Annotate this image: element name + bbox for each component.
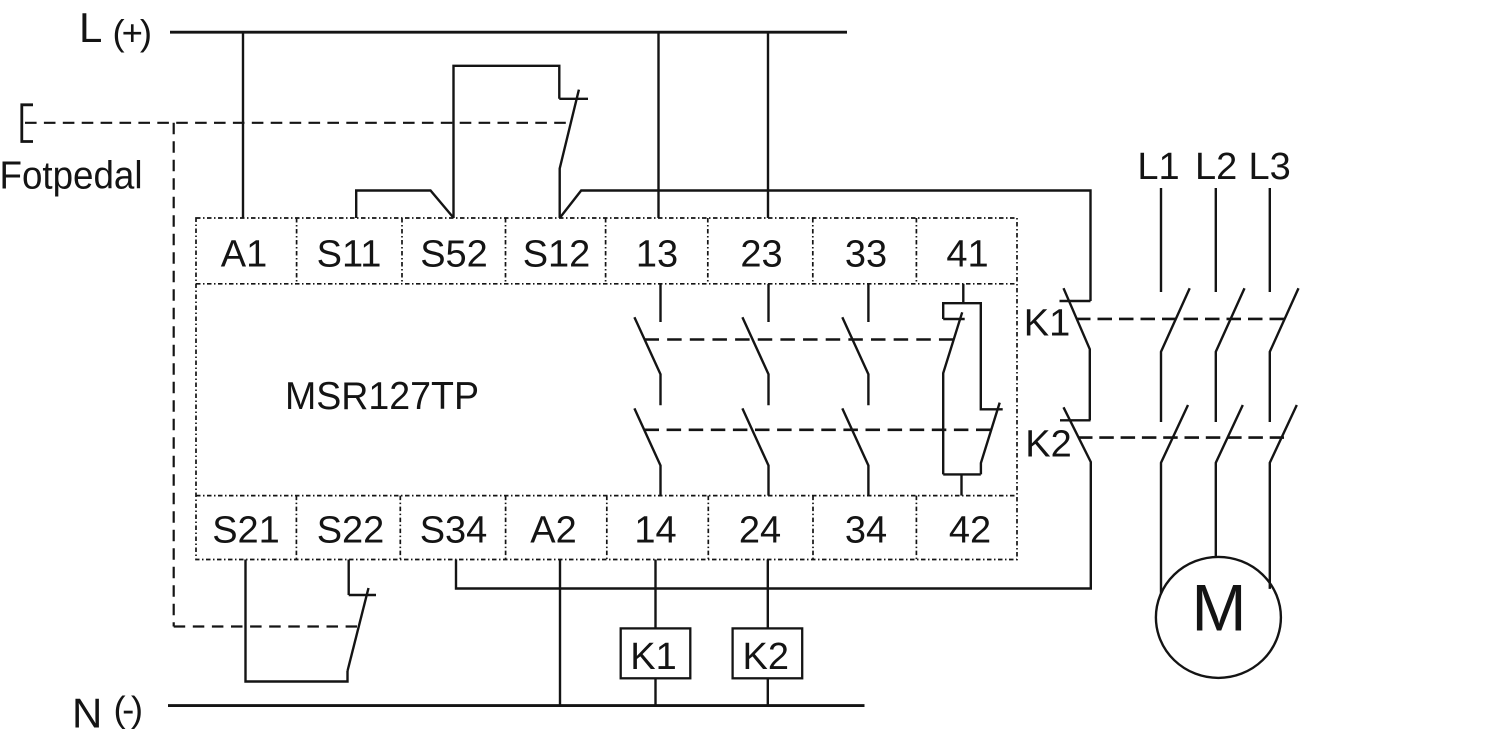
svg-text:S34: S34 (420, 510, 488, 552)
svg-text:K2: K2 (1025, 423, 1071, 465)
svg-text:K1: K1 (630, 636, 676, 678)
svg-text:S22: S22 (317, 510, 385, 552)
svg-text:K1: K1 (1024, 302, 1070, 344)
svg-text:42: 42 (949, 510, 991, 552)
svg-text:(-): (-) (114, 689, 144, 730)
svg-text:K2: K2 (743, 636, 789, 678)
svg-text:L1: L1 (1137, 146, 1179, 188)
svg-text:A2: A2 (530, 510, 576, 552)
svg-text:S11: S11 (317, 234, 382, 276)
svg-text:L3: L3 (1249, 146, 1291, 188)
svg-text:34: 34 (845, 510, 887, 552)
svg-text:L2: L2 (1195, 146, 1237, 188)
svg-text:24: 24 (739, 510, 781, 552)
svg-text:S52: S52 (420, 234, 488, 276)
svg-text:13: 13 (636, 234, 678, 276)
svg-text:(+): (+) (113, 12, 153, 53)
svg-text:M: M (1192, 571, 1247, 645)
svg-text:N: N (72, 690, 102, 737)
svg-text:14: 14 (634, 510, 676, 552)
svg-text:Fotpedal: Fotpedal (0, 155, 143, 198)
svg-text:S21: S21 (212, 510, 280, 552)
svg-text:MSR127TP: MSR127TP (285, 375, 479, 418)
svg-text:33: 33 (845, 234, 887, 276)
svg-text:23: 23 (740, 234, 782, 276)
svg-text:S12: S12 (523, 234, 591, 276)
svg-text:41: 41 (946, 234, 988, 276)
svg-text:A1: A1 (221, 234, 267, 276)
svg-text:L: L (79, 4, 102, 51)
